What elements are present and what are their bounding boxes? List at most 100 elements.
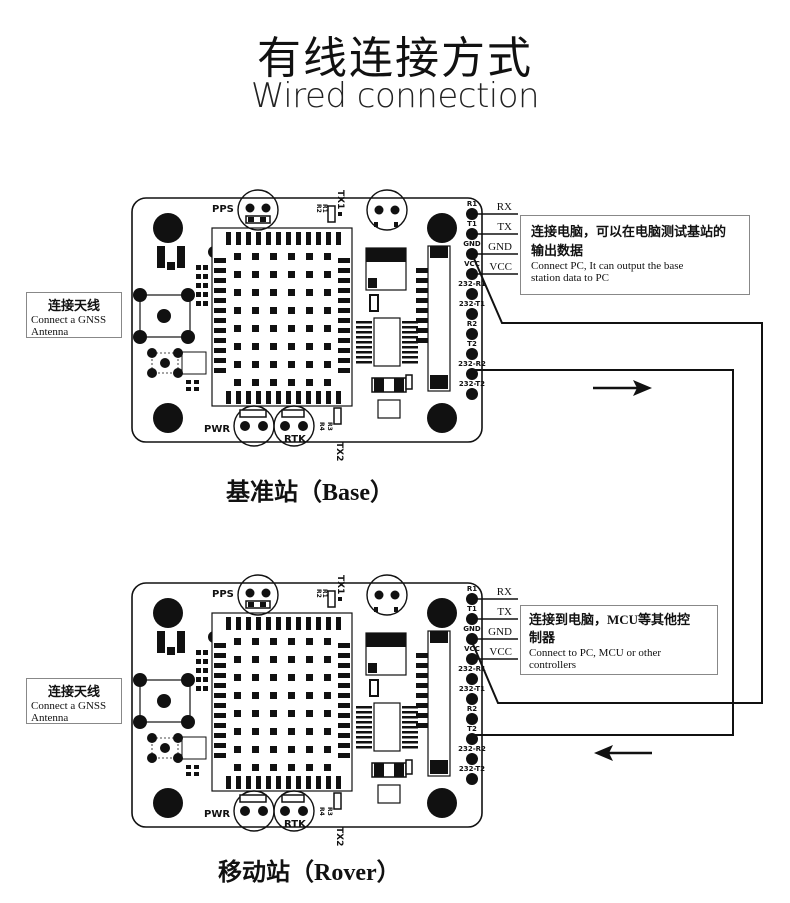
ic-pin xyxy=(356,326,372,329)
led xyxy=(239,794,267,803)
smd-pad xyxy=(203,283,208,288)
smd-pad xyxy=(186,765,191,769)
led xyxy=(239,409,267,418)
module-pad xyxy=(252,325,259,332)
r2-label: R2 xyxy=(315,204,322,213)
connector-pad xyxy=(430,246,448,258)
ic-pin xyxy=(402,746,418,749)
pin-label-232-r2: 232-R2 xyxy=(458,745,486,753)
button-pad xyxy=(147,368,157,378)
module-pin-right xyxy=(338,288,350,293)
rtk-led-ring xyxy=(273,405,315,447)
pin-label-t2: T2 xyxy=(467,340,477,348)
tx1-led-ring xyxy=(366,189,408,231)
module-pad xyxy=(306,728,313,735)
rover-antenna-note-en2: Antenna xyxy=(31,712,69,724)
module-pad xyxy=(270,746,277,753)
module-pad xyxy=(270,379,277,386)
ic-pin xyxy=(402,731,418,734)
module-pad xyxy=(324,271,331,278)
smd-pad xyxy=(194,765,199,769)
pin-label-r2: R2 xyxy=(467,320,477,328)
module-pin-left xyxy=(214,318,226,323)
header-pin xyxy=(416,328,428,333)
antenna-pad xyxy=(133,673,147,687)
module-pad xyxy=(234,289,241,296)
pin-label-232-t2: 232-T2 xyxy=(459,765,485,773)
module-pad xyxy=(234,692,241,699)
module-pin-right xyxy=(338,258,350,263)
module-pin-right xyxy=(338,268,350,273)
rover-pc-note: 连接到电脑，MCU等其他控 制器 Connect to PC, MCU or o… xyxy=(520,605,718,675)
module-pad xyxy=(288,710,295,717)
led-pad xyxy=(280,806,290,816)
base-antenna-note-cn: 连接天线 xyxy=(47,298,100,313)
module-pad xyxy=(288,692,295,699)
module-pin-bottom xyxy=(306,776,311,789)
ic-pin xyxy=(402,321,418,324)
tx-rx-wire xyxy=(472,369,734,736)
module-pin-right xyxy=(338,733,350,738)
pin-label-gnd: GND xyxy=(463,625,481,633)
module-pin-top xyxy=(306,232,311,245)
ic-pin xyxy=(356,736,372,739)
module-pad xyxy=(288,361,295,368)
module-pin-left xyxy=(214,338,226,343)
base-pc-pin-label-rx: RX xyxy=(497,201,512,213)
module-pad xyxy=(270,764,277,771)
module-pad xyxy=(252,728,259,735)
module-pad xyxy=(252,343,259,350)
module-pin-bottom xyxy=(236,776,241,789)
module-pad xyxy=(288,253,295,260)
module-pin-top xyxy=(296,617,301,630)
pad xyxy=(157,631,165,653)
module-pin-left xyxy=(214,288,226,293)
module-pin-top xyxy=(246,232,251,245)
module-pad xyxy=(288,325,295,332)
mounting-hole xyxy=(427,403,457,433)
module-pin-top xyxy=(236,232,241,245)
module-pad xyxy=(306,253,313,260)
module-pin-left xyxy=(214,643,226,648)
module-pad xyxy=(306,361,313,368)
mounting-hole xyxy=(153,788,183,818)
module-pin-right xyxy=(338,713,350,718)
ic-pin xyxy=(402,326,418,329)
module-pad xyxy=(252,307,259,314)
smd-pad xyxy=(203,650,208,655)
module-pin-right xyxy=(338,278,350,283)
rtk-led-ring xyxy=(273,790,315,832)
module-pin-right xyxy=(338,368,350,373)
inductor-pad xyxy=(394,378,404,392)
module-pin-bottom xyxy=(286,391,291,404)
module-pad xyxy=(306,325,313,332)
module-pin-top xyxy=(306,617,311,630)
module-pin-right xyxy=(338,358,350,363)
r4-label: R4 xyxy=(318,807,325,816)
module-pin-left xyxy=(214,258,226,263)
module-pad xyxy=(306,307,313,314)
ic-outline xyxy=(181,351,207,375)
module-pin-bottom xyxy=(286,776,291,789)
rover-pc-note-en1: Connect to PC, MCU or other xyxy=(529,647,661,659)
r3-label: R3 xyxy=(326,807,333,816)
led-pad xyxy=(374,607,378,612)
module-pad xyxy=(270,692,277,699)
module-pad xyxy=(234,307,241,314)
pps-led-ring xyxy=(237,574,279,616)
button-center xyxy=(160,743,170,753)
module-pin-top xyxy=(326,617,331,630)
module-pad xyxy=(306,710,313,717)
smd-pad xyxy=(203,265,208,270)
module-pad xyxy=(270,361,277,368)
resistor xyxy=(333,792,342,810)
led-pad xyxy=(245,588,255,598)
r3-label: R3 xyxy=(326,422,333,431)
rover-pc-note-cn1: 连接到电脑，MCU等其他控 xyxy=(529,612,691,627)
smd-pad xyxy=(196,650,201,655)
header-pin xyxy=(416,318,428,323)
module-pin-bottom xyxy=(226,776,231,789)
antenna-pad xyxy=(181,330,195,344)
smd-pad xyxy=(196,283,201,288)
capacitor-band xyxy=(366,248,406,262)
